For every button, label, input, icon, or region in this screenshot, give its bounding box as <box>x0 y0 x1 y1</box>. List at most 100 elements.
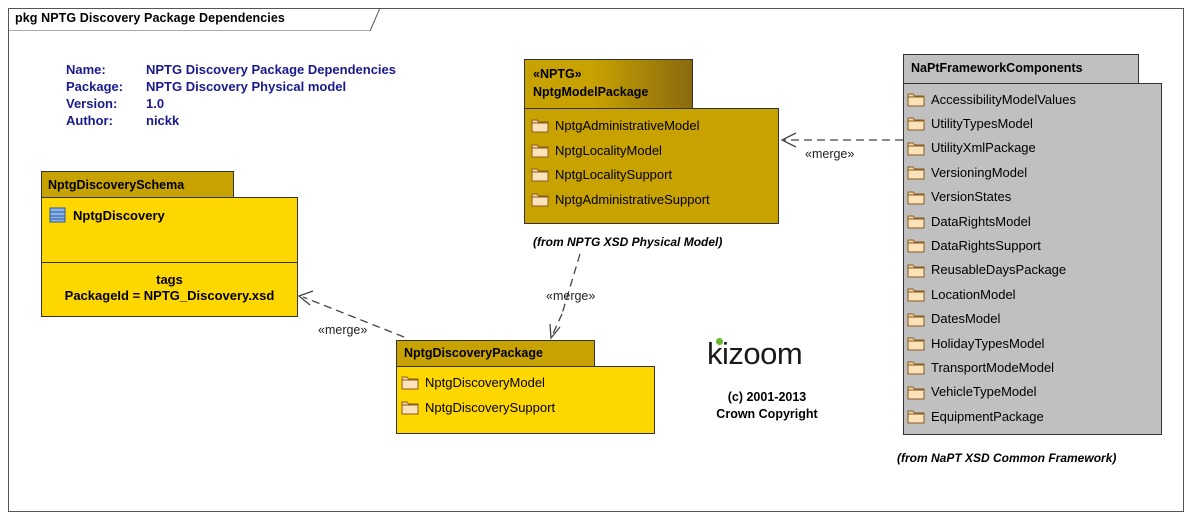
item-label: DataRightsSupport <box>931 237 1041 253</box>
folder-icon <box>531 117 549 133</box>
folder-icon <box>907 164 925 180</box>
meta-value: 1.0 <box>146 96 165 111</box>
merge-label: «merge» <box>318 323 368 337</box>
meta-row-name: Name: NPTG Discovery Package Dependencies <box>66 61 396 78</box>
item-label: AccessibilityModelValues <box>931 91 1076 107</box>
item-label: EquipmentPackage <box>931 408 1044 424</box>
copyright-notice: (c) 2001-2013 Crown Copyright <box>692 389 842 423</box>
folder-icon <box>907 359 925 375</box>
folder-icon <box>531 166 549 182</box>
item-label: HolidayTypesModel <box>931 335 1045 351</box>
item-label: LocationModel <box>931 286 1016 302</box>
schema-item[interactable]: NptgDiscovery <box>49 207 165 223</box>
item-label: NptgLocalityModel <box>555 142 662 158</box>
item-label: NptgDiscoverySupport <box>425 399 556 415</box>
framework-item[interactable]: UtilityTypesModel <box>907 115 1033 131</box>
model-package-item[interactable]: NptgAdministrativeSupport <box>531 191 710 207</box>
diagram-frame <box>8 8 1184 512</box>
tag-value: PackageId = NPTG_Discovery.xsd <box>64 288 275 303</box>
class-icon <box>49 207 66 223</box>
model-package-body[interactable] <box>524 108 779 224</box>
item-label: DatesModel <box>931 311 1001 327</box>
item-label: VersioningModel <box>931 164 1028 180</box>
meta-row-package: Package: NPTG Discovery Physical model <box>66 78 396 95</box>
framework-item[interactable]: VersionStates <box>907 189 1011 205</box>
meta-key: Package: <box>66 79 124 94</box>
folder-icon <box>907 384 925 400</box>
folder-icon <box>907 140 925 156</box>
discovery-package-item[interactable]: NptgDiscoverySupport <box>401 399 555 415</box>
frame-title: pkg NPTG Discovery Package Dependencies <box>15 11 285 25</box>
schema-package-tab[interactable]: NptgDiscoverySchema <box>41 171 234 198</box>
meta-value: nickk <box>146 113 180 128</box>
model-package-caption: (from NPTG XSD Physical Model) <box>533 235 723 249</box>
item-label: ReusableDaysPackage <box>931 262 1067 278</box>
framework-item[interactable]: VersioningModel <box>907 164 1027 180</box>
schema-package-name: NptgDiscoverySchema <box>48 178 185 192</box>
model-package-item[interactable]: NptgLocalityModel <box>531 142 662 158</box>
frame-title-tab <box>8 8 380 31</box>
item-label: UtilityTypesModel <box>931 115 1033 131</box>
merge-link-discovery-to-schema <box>302 296 405 338</box>
schema-package-body[interactable] <box>41 197 298 317</box>
item-label: DataRightsModel <box>931 213 1031 229</box>
framework-item[interactable]: LocationModel <box>907 286 1016 302</box>
merge-link-discovery-to-model-up <box>561 253 581 315</box>
discovery-package-body[interactable] <box>396 366 655 434</box>
folder-icon <box>907 213 925 229</box>
framework-item[interactable]: HolidayTypesModel <box>907 335 1044 351</box>
folder-icon <box>401 374 419 390</box>
merge-label: «merge» <box>805 147 855 161</box>
framework-item[interactable]: VehicleTypeModel <box>907 384 1037 400</box>
framework-package-tab[interactable]: NaPtFrameworkComponents <box>903 54 1139 84</box>
folder-icon <box>907 189 925 205</box>
folder-icon <box>907 262 925 278</box>
arrowhead-schema <box>297 290 314 306</box>
folder-icon <box>907 91 925 107</box>
framework-caption: (from NaPT XSD Common Framework) <box>897 451 1117 465</box>
copyright-line: (c) 2001-2013 <box>727 390 807 404</box>
folder-icon <box>531 191 549 207</box>
discovery-package-tab[interactable]: NptgDiscoveryPackage <box>396 340 595 367</box>
model-package-tab[interactable]: «NPTG» NptgModelPackage <box>524 59 693 109</box>
item-label: VersionStates <box>931 189 1012 205</box>
logo-dot <box>716 338 723 345</box>
framework-item[interactable]: AccessibilityModelValues <box>907 91 1076 107</box>
merge-label: «merge» <box>546 289 596 303</box>
arrowhead-discovery <box>549 323 561 340</box>
item-label: TransportModeModel <box>931 359 1055 375</box>
folder-icon <box>907 115 925 131</box>
schema-item-label: NptgDiscovery <box>73 207 165 223</box>
model-package-item[interactable]: NptgAdministrativeModel <box>531 117 700 133</box>
framework-item[interactable]: ReusableDaysPackage <box>907 262 1066 278</box>
item-label: NptgDiscoveryModel <box>425 374 545 390</box>
framework-item[interactable]: TransportModeModel <box>907 359 1054 375</box>
meta-value: NPTG Discovery Package Dependencies <box>146 62 397 77</box>
framework-package-body[interactable] <box>903 83 1162 435</box>
diagram-metadata: Name: NPTG Discovery Package Dependencies… <box>66 61 396 129</box>
framework-item[interactable]: DataRightsSupport <box>907 237 1041 253</box>
item-label: NptgAdministrativeModel <box>555 117 700 133</box>
meta-value: NPTG Discovery Physical model <box>146 79 347 94</box>
folder-icon <box>531 142 549 158</box>
framework-item[interactable]: DatesModel <box>907 311 1000 327</box>
framework-item[interactable]: EquipmentPackage <box>907 408 1044 424</box>
arrowhead-model <box>780 132 797 148</box>
meta-key: Name: <box>66 62 106 77</box>
framework-item[interactable]: UtilityXmlPackage <box>907 140 1036 156</box>
folder-icon <box>401 399 419 415</box>
framework-item[interactable]: DataRightsModel <box>907 213 1031 229</box>
schema-divider <box>42 262 297 263</box>
item-label: NptgLocalitySupport <box>555 166 673 182</box>
discovery-package-name: NptgDiscoveryPackage <box>404 346 543 360</box>
folder-icon <box>907 286 925 302</box>
framework-package-name: NaPtFrameworkComponents <box>911 61 1083 75</box>
model-package-stereotype: «NPTG» <box>533 67 582 81</box>
meta-key: Version: <box>66 96 118 111</box>
discovery-package-item[interactable]: NptgDiscoveryModel <box>401 374 545 390</box>
model-package-item[interactable]: NptgLocalitySupport <box>531 166 672 182</box>
folder-icon <box>907 335 925 351</box>
item-label: UtilityXmlPackage <box>931 140 1036 156</box>
item-label: NptgAdministrativeSupport <box>555 191 710 207</box>
copyright-line: Crown Copyright <box>716 407 818 421</box>
